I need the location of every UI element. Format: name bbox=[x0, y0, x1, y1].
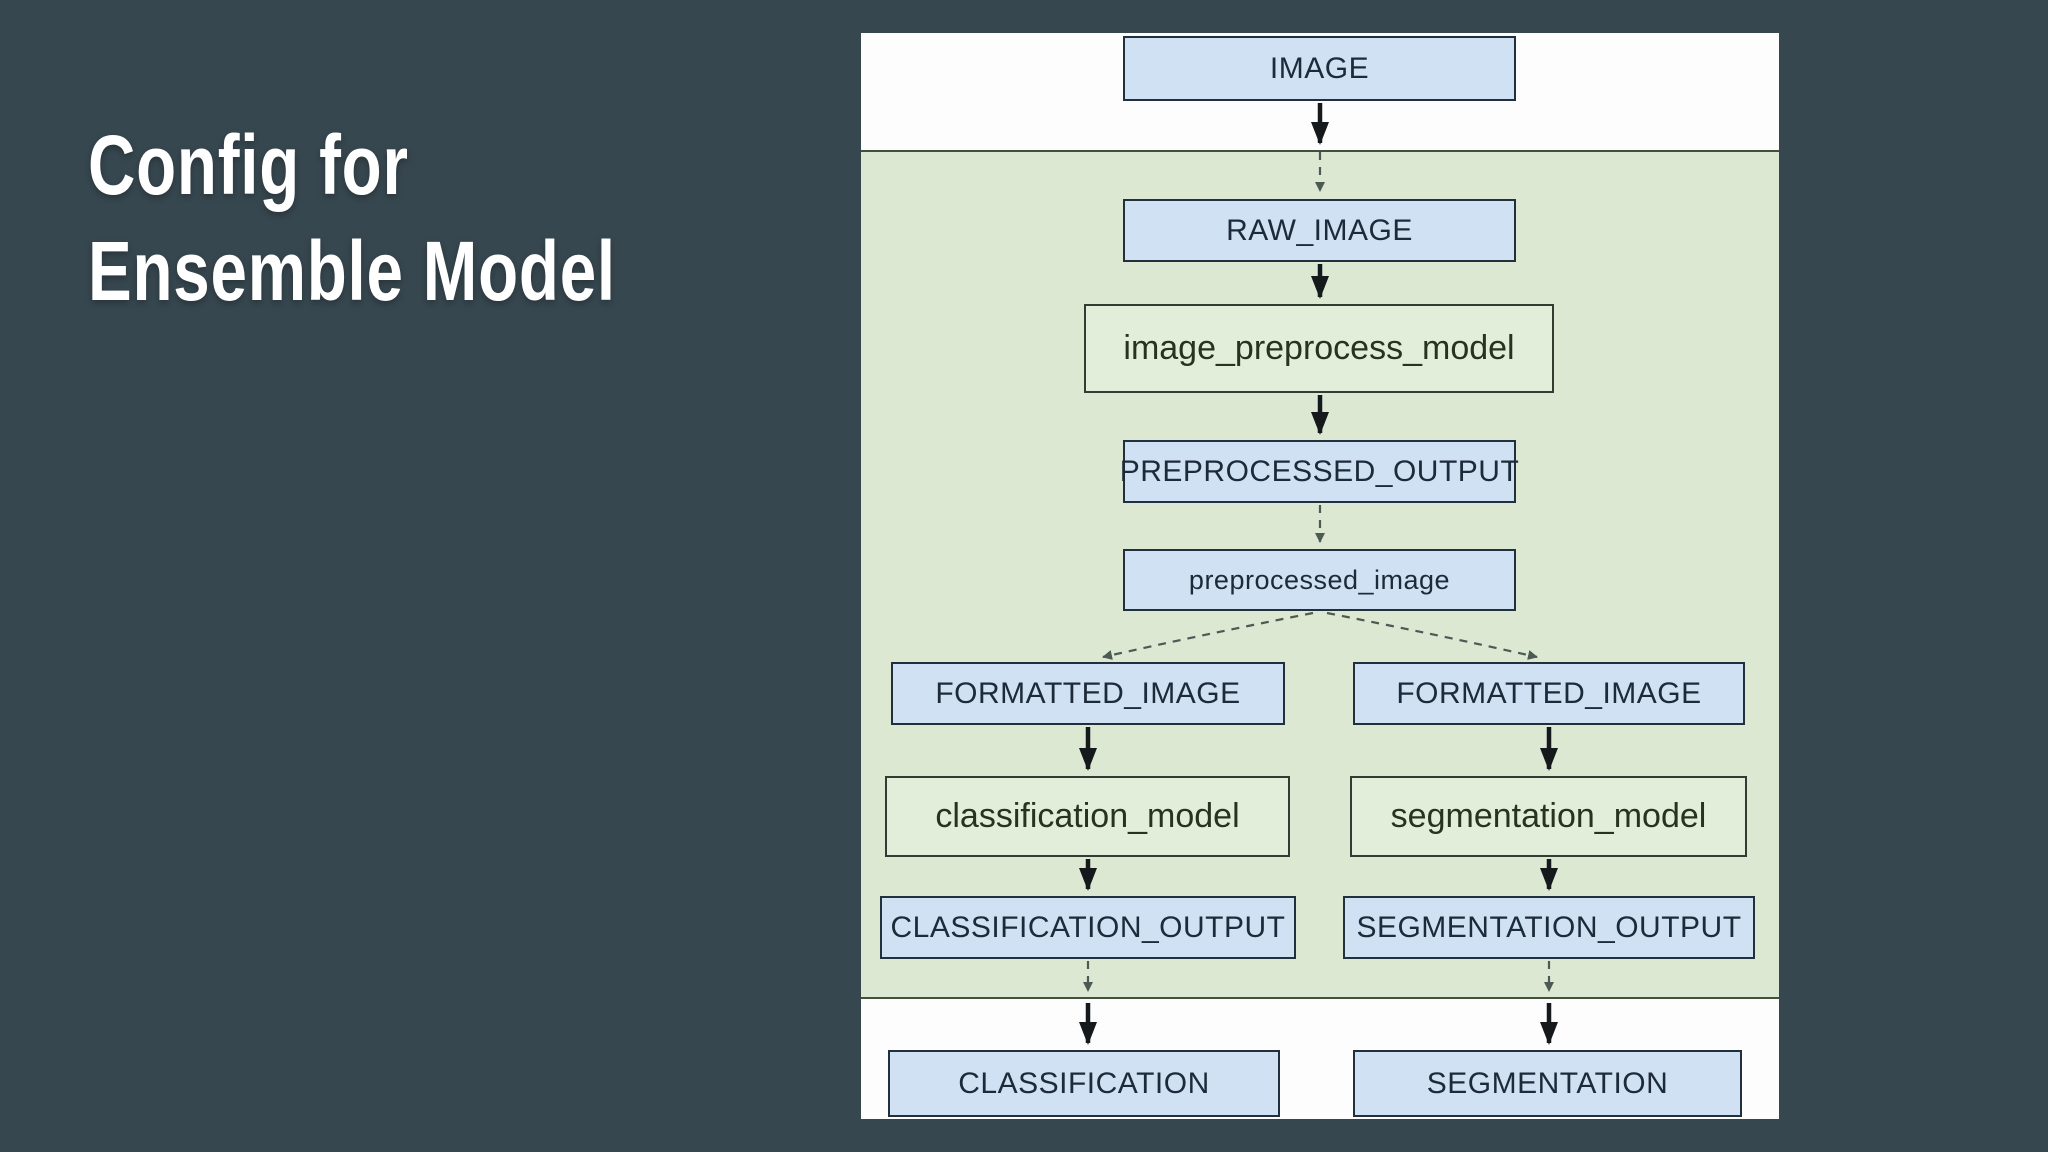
arrow-preprocessed-to-formatted-left bbox=[1102, 611, 1314, 660]
node-image: IMAGE bbox=[1123, 36, 1516, 101]
node-preprocessed-output: PREPROCESSED_OUTPUT bbox=[1120, 440, 1519, 503]
node-segmentation-model: segmentation_model bbox=[1350, 776, 1747, 857]
node-formatted-image-left: FORMATTED_IMAGE bbox=[891, 662, 1285, 725]
slide-title-line-1: Config for bbox=[88, 118, 409, 212]
node-segmentation-output: SEGMENTATION_OUTPUT bbox=[1343, 896, 1755, 959]
node-classification-model: classification_model bbox=[885, 776, 1290, 857]
node-classification: CLASSIFICATION bbox=[888, 1050, 1280, 1117]
diagram-panel: IMAGE RAW_IMAGE image_preprocess_model P… bbox=[861, 33, 1779, 1119]
node-classification-output: CLASSIFICATION_OUTPUT bbox=[880, 896, 1296, 959]
slide-title: Config for Ensemble Model bbox=[88, 112, 616, 324]
node-formatted-image-right: FORMATTED_IMAGE bbox=[1353, 662, 1745, 725]
node-raw-image: RAW_IMAGE bbox=[1123, 199, 1516, 262]
arrow-preprocessed-to-formatted-right bbox=[1326, 611, 1538, 660]
flow-arrows bbox=[1079, 103, 1558, 1045]
node-image-preprocess-model: image_preprocess_model bbox=[1084, 304, 1554, 393]
slide-title-line-2: Ensemble Model bbox=[88, 224, 616, 318]
node-preprocessed-image: preprocessed_image bbox=[1123, 549, 1516, 611]
node-segmentation: SEGMENTATION bbox=[1353, 1050, 1742, 1117]
